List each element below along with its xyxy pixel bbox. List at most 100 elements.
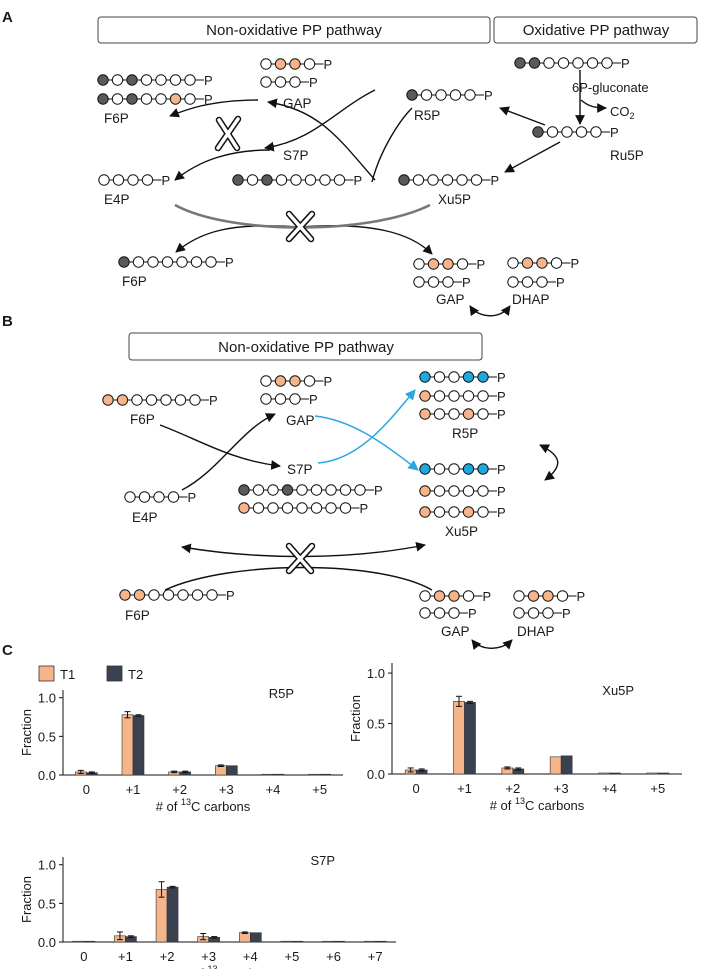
carbon-atom [296,502,308,514]
chart-title: R5P [269,686,294,701]
carbon-atom [232,174,244,186]
y-tick-label: 0.5 [38,729,56,744]
label-f6p-bottom: F6P [122,274,147,289]
carbon-atom [304,174,317,186]
phosphate-label: P [360,501,369,516]
bar-t1 [308,773,320,776]
carbon-atom [296,484,308,496]
carbon-atom [289,393,301,405]
carbon-atom [419,506,431,518]
x-axis-title-sup: 13 [208,964,218,969]
carbon-atom [325,502,337,514]
molecule: P [102,393,218,408]
carbon-atom [354,484,366,496]
carbon-atom [238,502,250,514]
carbon-atom [119,589,131,601]
carbon-atom [131,394,143,406]
carbon-atom [433,485,446,497]
carbon-atom [448,590,460,602]
carbon-atom [267,502,279,514]
carbon-atom [448,463,460,475]
label-e4p-b: E4P [132,510,158,525]
molecule: P [419,462,506,477]
molecule: P [97,92,213,107]
x-axis-title: # of 13C carbons [156,797,251,814]
carbon-atom [191,589,204,601]
carbon-atom [339,484,352,496]
carbon-atom [160,394,172,406]
y-axis-title: Fraction [348,695,363,742]
phosphate-label: P [497,370,506,385]
molecule: P [119,588,235,603]
y-tick-label: 0.0 [367,767,385,782]
bar-t2 [657,772,670,775]
carbon-atom [310,502,323,514]
bar-t1 [215,765,227,776]
carbon-atom [433,371,446,383]
blue-arrows-b [314,389,419,471]
carbon-atom [420,89,433,101]
molecule: P [238,501,369,516]
x-tick-label: +3 [219,782,234,797]
carbon-atom [112,174,125,186]
x-tick-label: +1 [118,949,133,964]
carbon-atom [546,126,559,138]
label-ru5p: Ru5P [610,148,644,163]
carbon-atom [448,607,460,619]
molecule: P [507,256,579,271]
carbon-atom [448,506,460,518]
carbon-atom [319,174,331,186]
carbon-atom [126,93,138,105]
bar-t1 [280,940,293,943]
label-r5p: R5P [414,108,440,123]
co2-subscript: 2 [630,111,635,121]
carbon-atom [133,589,146,601]
carbon-atom [433,590,446,602]
carbon-atom [190,256,203,268]
molecule: P [507,275,565,290]
carbon-atom [449,89,462,101]
label-dhap-bottom: DHAP [512,292,550,307]
carbon-atom [167,491,180,503]
carbon-atom [260,393,272,405]
carbon-atom [556,590,569,602]
phosphate-label: P [497,407,506,422]
phosphate-label: P [162,173,171,188]
phosphate-label: P [225,255,234,270]
label-co2: CO2 [610,104,635,121]
phosphate-label: P [497,462,506,477]
carbon-atom [433,408,446,420]
molecule: P [406,88,493,103]
carbon-atom [290,174,302,186]
carbon-atom [102,394,114,406]
molecule: P [419,389,506,404]
carbon-atom [413,258,425,270]
legend-t2-swatch [106,665,123,682]
label-xu5p-b: Xu5P [445,524,478,539]
molecule: P [513,606,571,621]
x-axis-title-prefix: # of [182,966,207,969]
carbon-atom [310,484,323,496]
x-tick-label: +5 [312,782,327,797]
label-6p-gluconate: 6P-gluconate [572,80,649,95]
x-axis-title: # of 13C carbons [182,964,277,969]
carbon-atom [433,463,446,475]
carbon-atom [111,93,124,105]
panel-b: B Non-oxidative PP pathway P P P P P P P… [2,313,585,650]
cross-icon [285,542,316,575]
carbon-atom [267,484,279,496]
carbon-atom [527,590,540,602]
phosphate-label: P [468,606,477,621]
carbon-atom [543,57,555,69]
nonox-box-b: Non-oxidative PP pathway [128,332,483,361]
carbon-atom [433,390,446,402]
carbon-atom [289,58,301,70]
carbon-atom [333,174,346,186]
carbon-atom [325,484,337,496]
carbon-atom [252,484,265,496]
carbon-atom [477,408,489,420]
carbon-atom [514,57,526,69]
carbon-atom [470,174,483,186]
x-tick-label: 0 [80,949,87,964]
carbon-atom [162,589,175,601]
